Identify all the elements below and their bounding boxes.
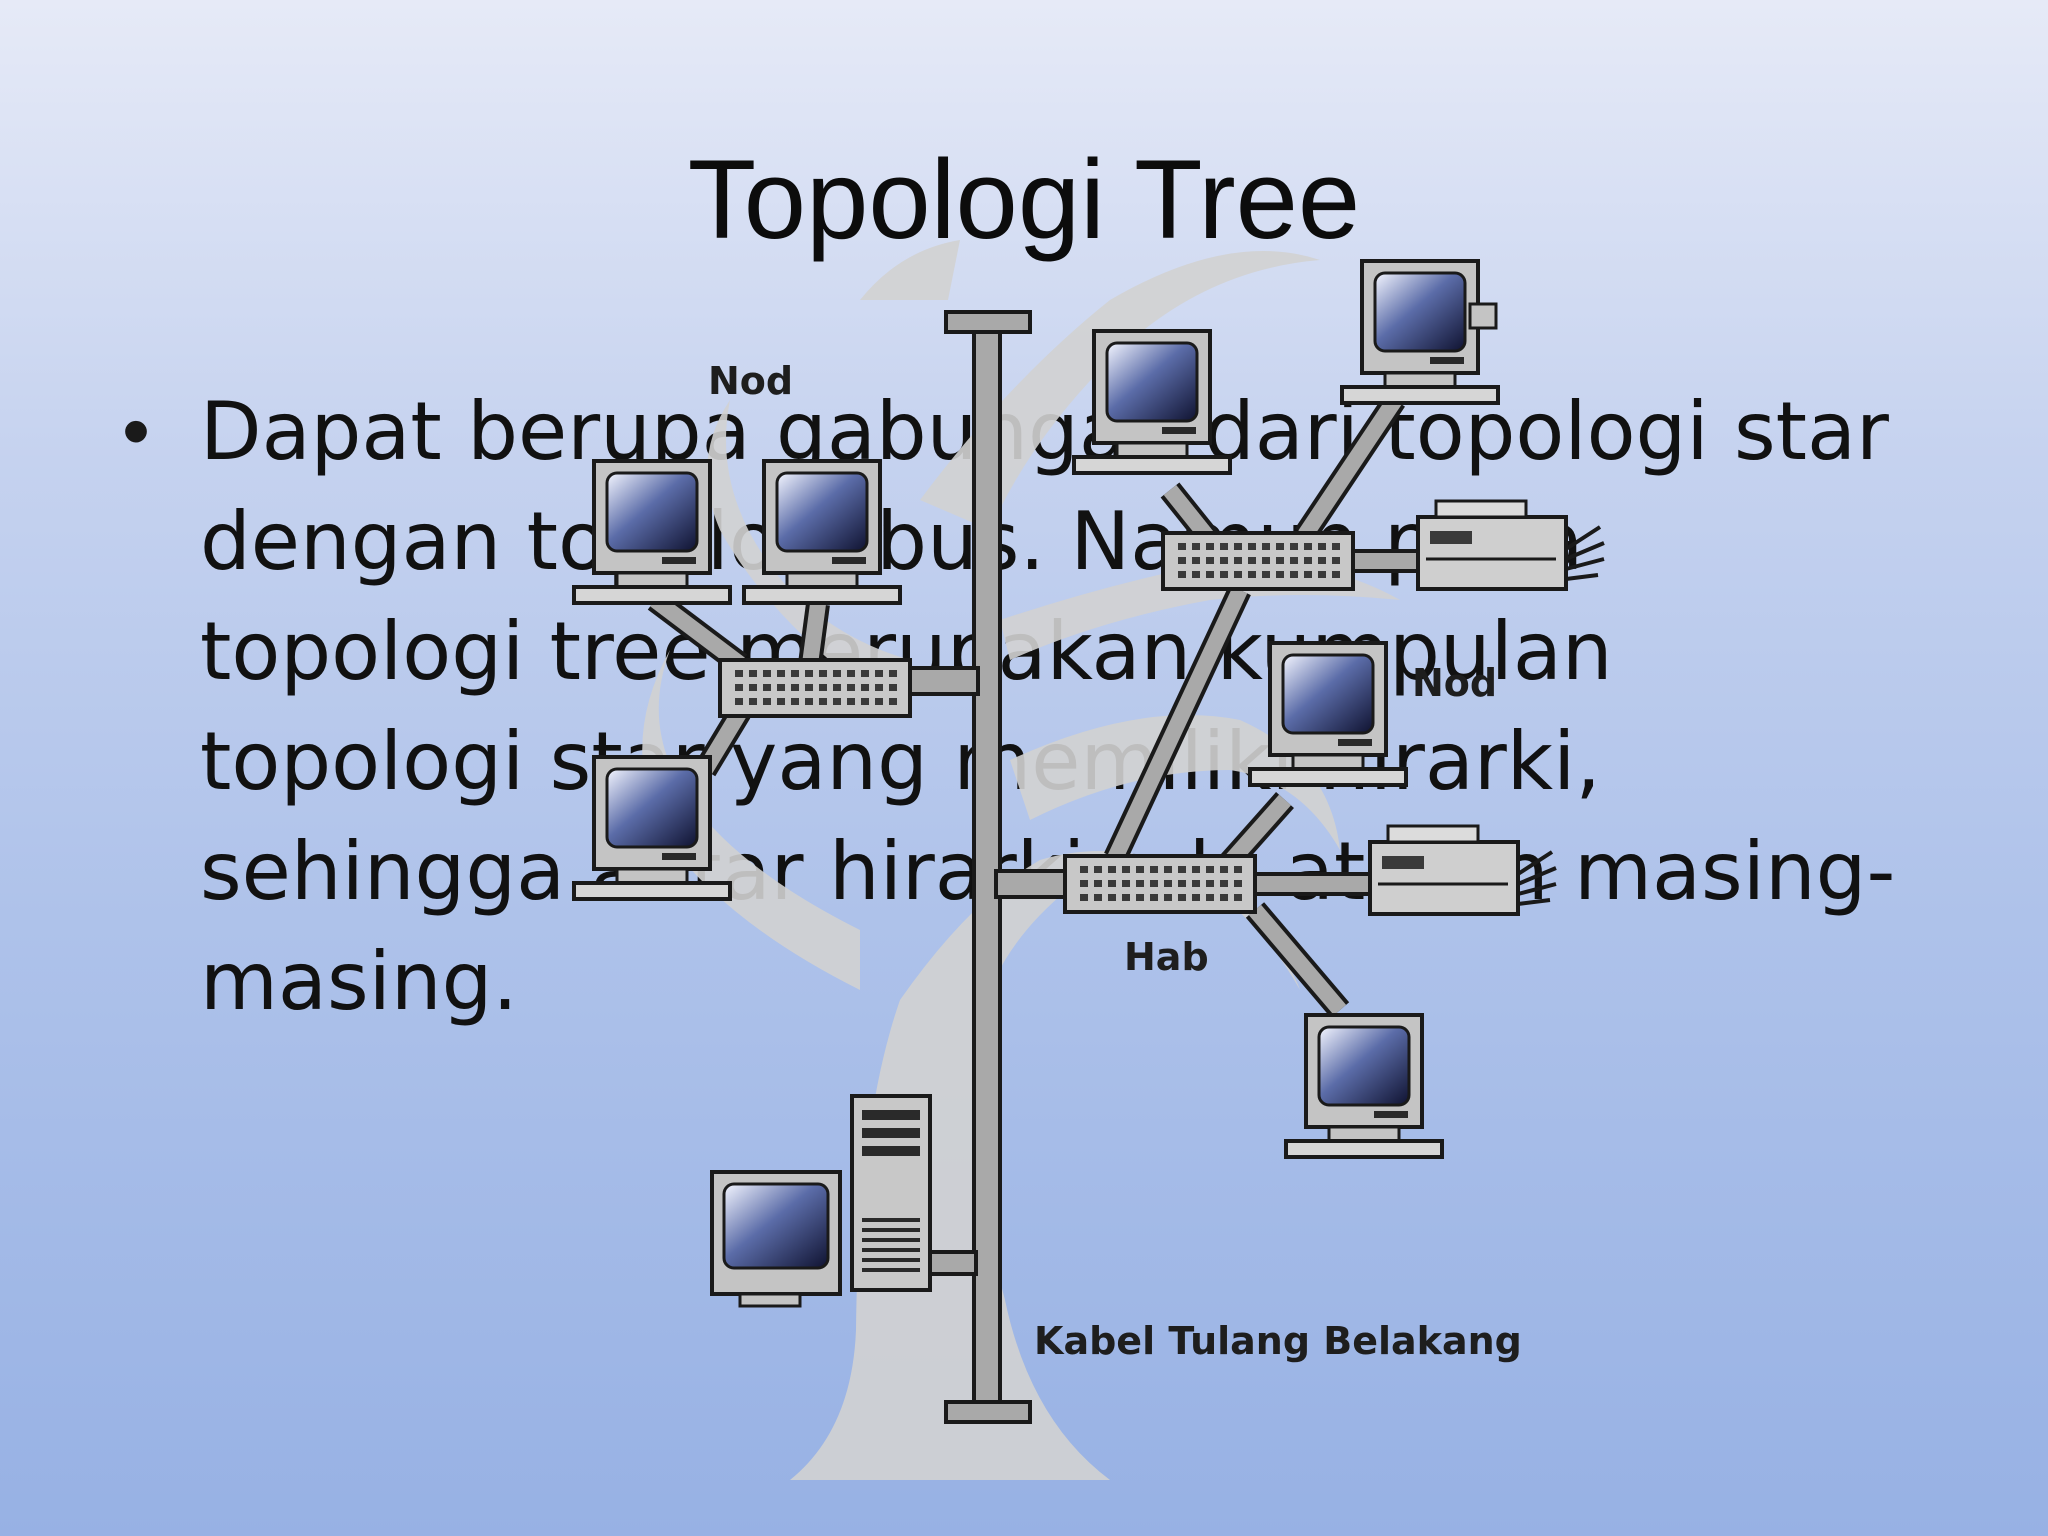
bullet-marker: • — [122, 386, 151, 475]
computer-right-2 — [1284, 1013, 1444, 1159]
label-backbone: Kabel Tulang Belakang — [1034, 1319, 1522, 1363]
server-computer — [710, 1094, 932, 1308]
slide-title: Topologi Tree — [687, 137, 1361, 262]
cable-left-hub — [906, 666, 980, 696]
hub-left — [718, 658, 912, 718]
label-node-right: Nod — [1412, 661, 1497, 705]
hub-main — [1063, 854, 1257, 914]
cable-right-hub — [994, 869, 1068, 899]
printer-top — [1416, 499, 1606, 591]
label-node-top: Nod — [708, 359, 793, 403]
label-hub: Hab — [1124, 935, 1209, 979]
computer-top-1 — [1072, 329, 1232, 475]
cable-server — [928, 1250, 978, 1276]
backbone-top-cap — [944, 310, 1032, 334]
backbone-bottom-cap — [944, 1400, 1032, 1424]
hub-top — [1161, 531, 1355, 591]
computer-top-2 — [1340, 259, 1500, 405]
printer-bottom — [1368, 824, 1558, 916]
computer-left-1 — [572, 459, 732, 605]
